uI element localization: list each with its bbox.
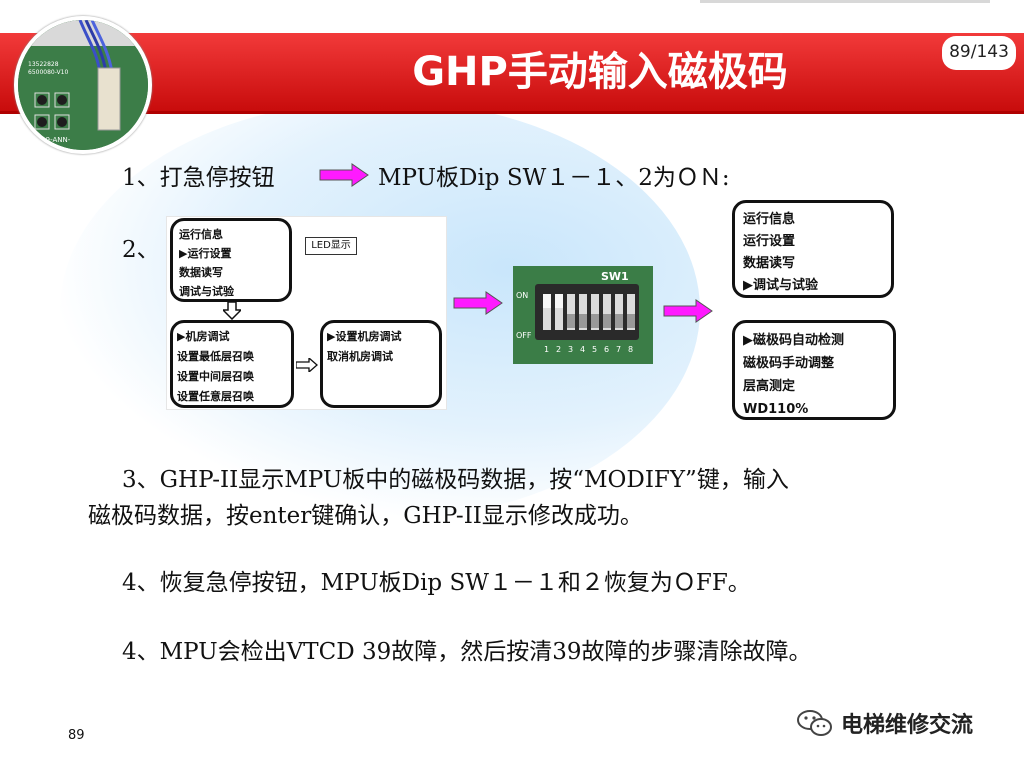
menu-item: 设置任意层召唤 <box>177 390 254 403</box>
dip-number: 5 <box>592 345 597 354</box>
step3-line2: 磁极码数据，按enter键确认，GHP-II显示修改成功。 <box>88 503 643 529</box>
slide-title: GHP手动输入磁极码 <box>412 49 788 95</box>
menu-item: 取消机房调试 <box>327 350 393 363</box>
right-arrow-icon <box>296 358 318 372</box>
step2-number: 2、 <box>122 237 160 263</box>
step3-line1: 3、GHP-II显示MPU板中的磁极码数据，按“MODIFY”键，输入 <box>122 467 789 493</box>
menu-panel-top: 运行信息 ▶运行设置 数据读写 调试与试验 <box>170 218 292 302</box>
menu-item: 运行信息 <box>743 212 796 227</box>
pink-arrow-icon <box>319 163 369 187</box>
board-photo: 13522828 6500080-V10 CA9-ANN- <box>14 16 152 154</box>
menu-item: 数据读写 <box>743 256 796 271</box>
step1-text-a: 1、打急停按钮 <box>122 165 275 191</box>
menu-item: ▶调试与试验 <box>743 278 819 293</box>
dip-number: 3 <box>568 345 573 354</box>
menu-panel-right: ▶设置机房调试 取消机房调试 <box>320 320 442 408</box>
slide-number: 89 <box>68 728 85 743</box>
menu-item: 运行信息 <box>179 228 223 241</box>
menu-item: 调试与试验 <box>179 285 234 298</box>
watermark-text: 电梯维修交流 <box>841 713 974 738</box>
dip-number: 6 <box>604 345 609 354</box>
menu-item: ▶设置机房调试 <box>327 330 402 343</box>
step1-text-b: MPU板Dip SW１－１、2为ＯＮ: <box>378 165 730 191</box>
board-label-3: CA9-ANN- <box>36 136 71 144</box>
menu-item: 层高测定 <box>743 379 796 394</box>
menu-item: 运行设置 <box>743 234 796 249</box>
step4-text: 4、恢复急停按钮，MPU板Dip SW１－１和２恢复为ＯFF。 <box>122 570 751 596</box>
step5-text: 4、MPU会检出VTCD 39故障，然后按清39故障的步骤清除故障。 <box>122 639 812 665</box>
menu-item: 数据读写 <box>179 266 223 279</box>
menu-item: 设置最低层召唤 <box>177 350 254 363</box>
dip-switch-photo: SW1 ON OFF 1 2 3 4 5 6 7 8 <box>513 266 653 364</box>
menu-item: 磁极码手动调整 <box>743 356 835 371</box>
top-divider <box>700 0 990 3</box>
menu-item: ▶机房调试 <box>177 330 230 343</box>
title-banner <box>0 33 1024 111</box>
menu-panel-right-top: 运行信息 运行设置 数据读写 ▶调试与试验 <box>732 200 894 298</box>
led-display-label: LED显示 <box>305 237 357 255</box>
circuit-board-image: 13522828 6500080-V10 CA9-ANN- <box>18 20 148 150</box>
menu-panel-right-bottom: ▶磁极码自动检测 磁极码手动调整 层高测定 WD110% <box>732 320 896 420</box>
dip-number: 1 <box>544 345 549 354</box>
menu-item: WD110% <box>743 402 809 417</box>
dip-number: 8 <box>628 345 633 354</box>
dip-off-label: OFF <box>516 331 532 340</box>
menu-item: ▶磁极码自动检测 <box>743 333 845 348</box>
dip-sw1-label: SW1 <box>601 270 629 283</box>
pink-arrow-icon <box>453 291 503 315</box>
pink-arrow-icon <box>663 299 713 323</box>
dip-on-label: ON <box>516 291 528 300</box>
down-arrow-icon <box>223 302 241 320</box>
banner-shadow <box>0 111 1024 114</box>
wechat-icon <box>797 710 832 736</box>
page-counter: 89/143 <box>942 36 1016 70</box>
board-label-1: 13522828 <box>28 61 59 68</box>
menu-item: ▶运行设置 <box>179 247 232 260</box>
dip-number: 4 <box>580 345 585 354</box>
watermark: 电梯维修交流 <box>795 706 973 740</box>
dip-number: 7 <box>616 345 621 354</box>
menu-item: 设置中间层召唤 <box>177 370 254 383</box>
dip-number: 2 <box>556 345 561 354</box>
menu-panel-bottom: ▶机房调试 设置最低层召唤 设置中间层召唤 设置任意层召唤 <box>170 320 294 408</box>
board-label-2: 6500080-V10 <box>28 69 68 76</box>
